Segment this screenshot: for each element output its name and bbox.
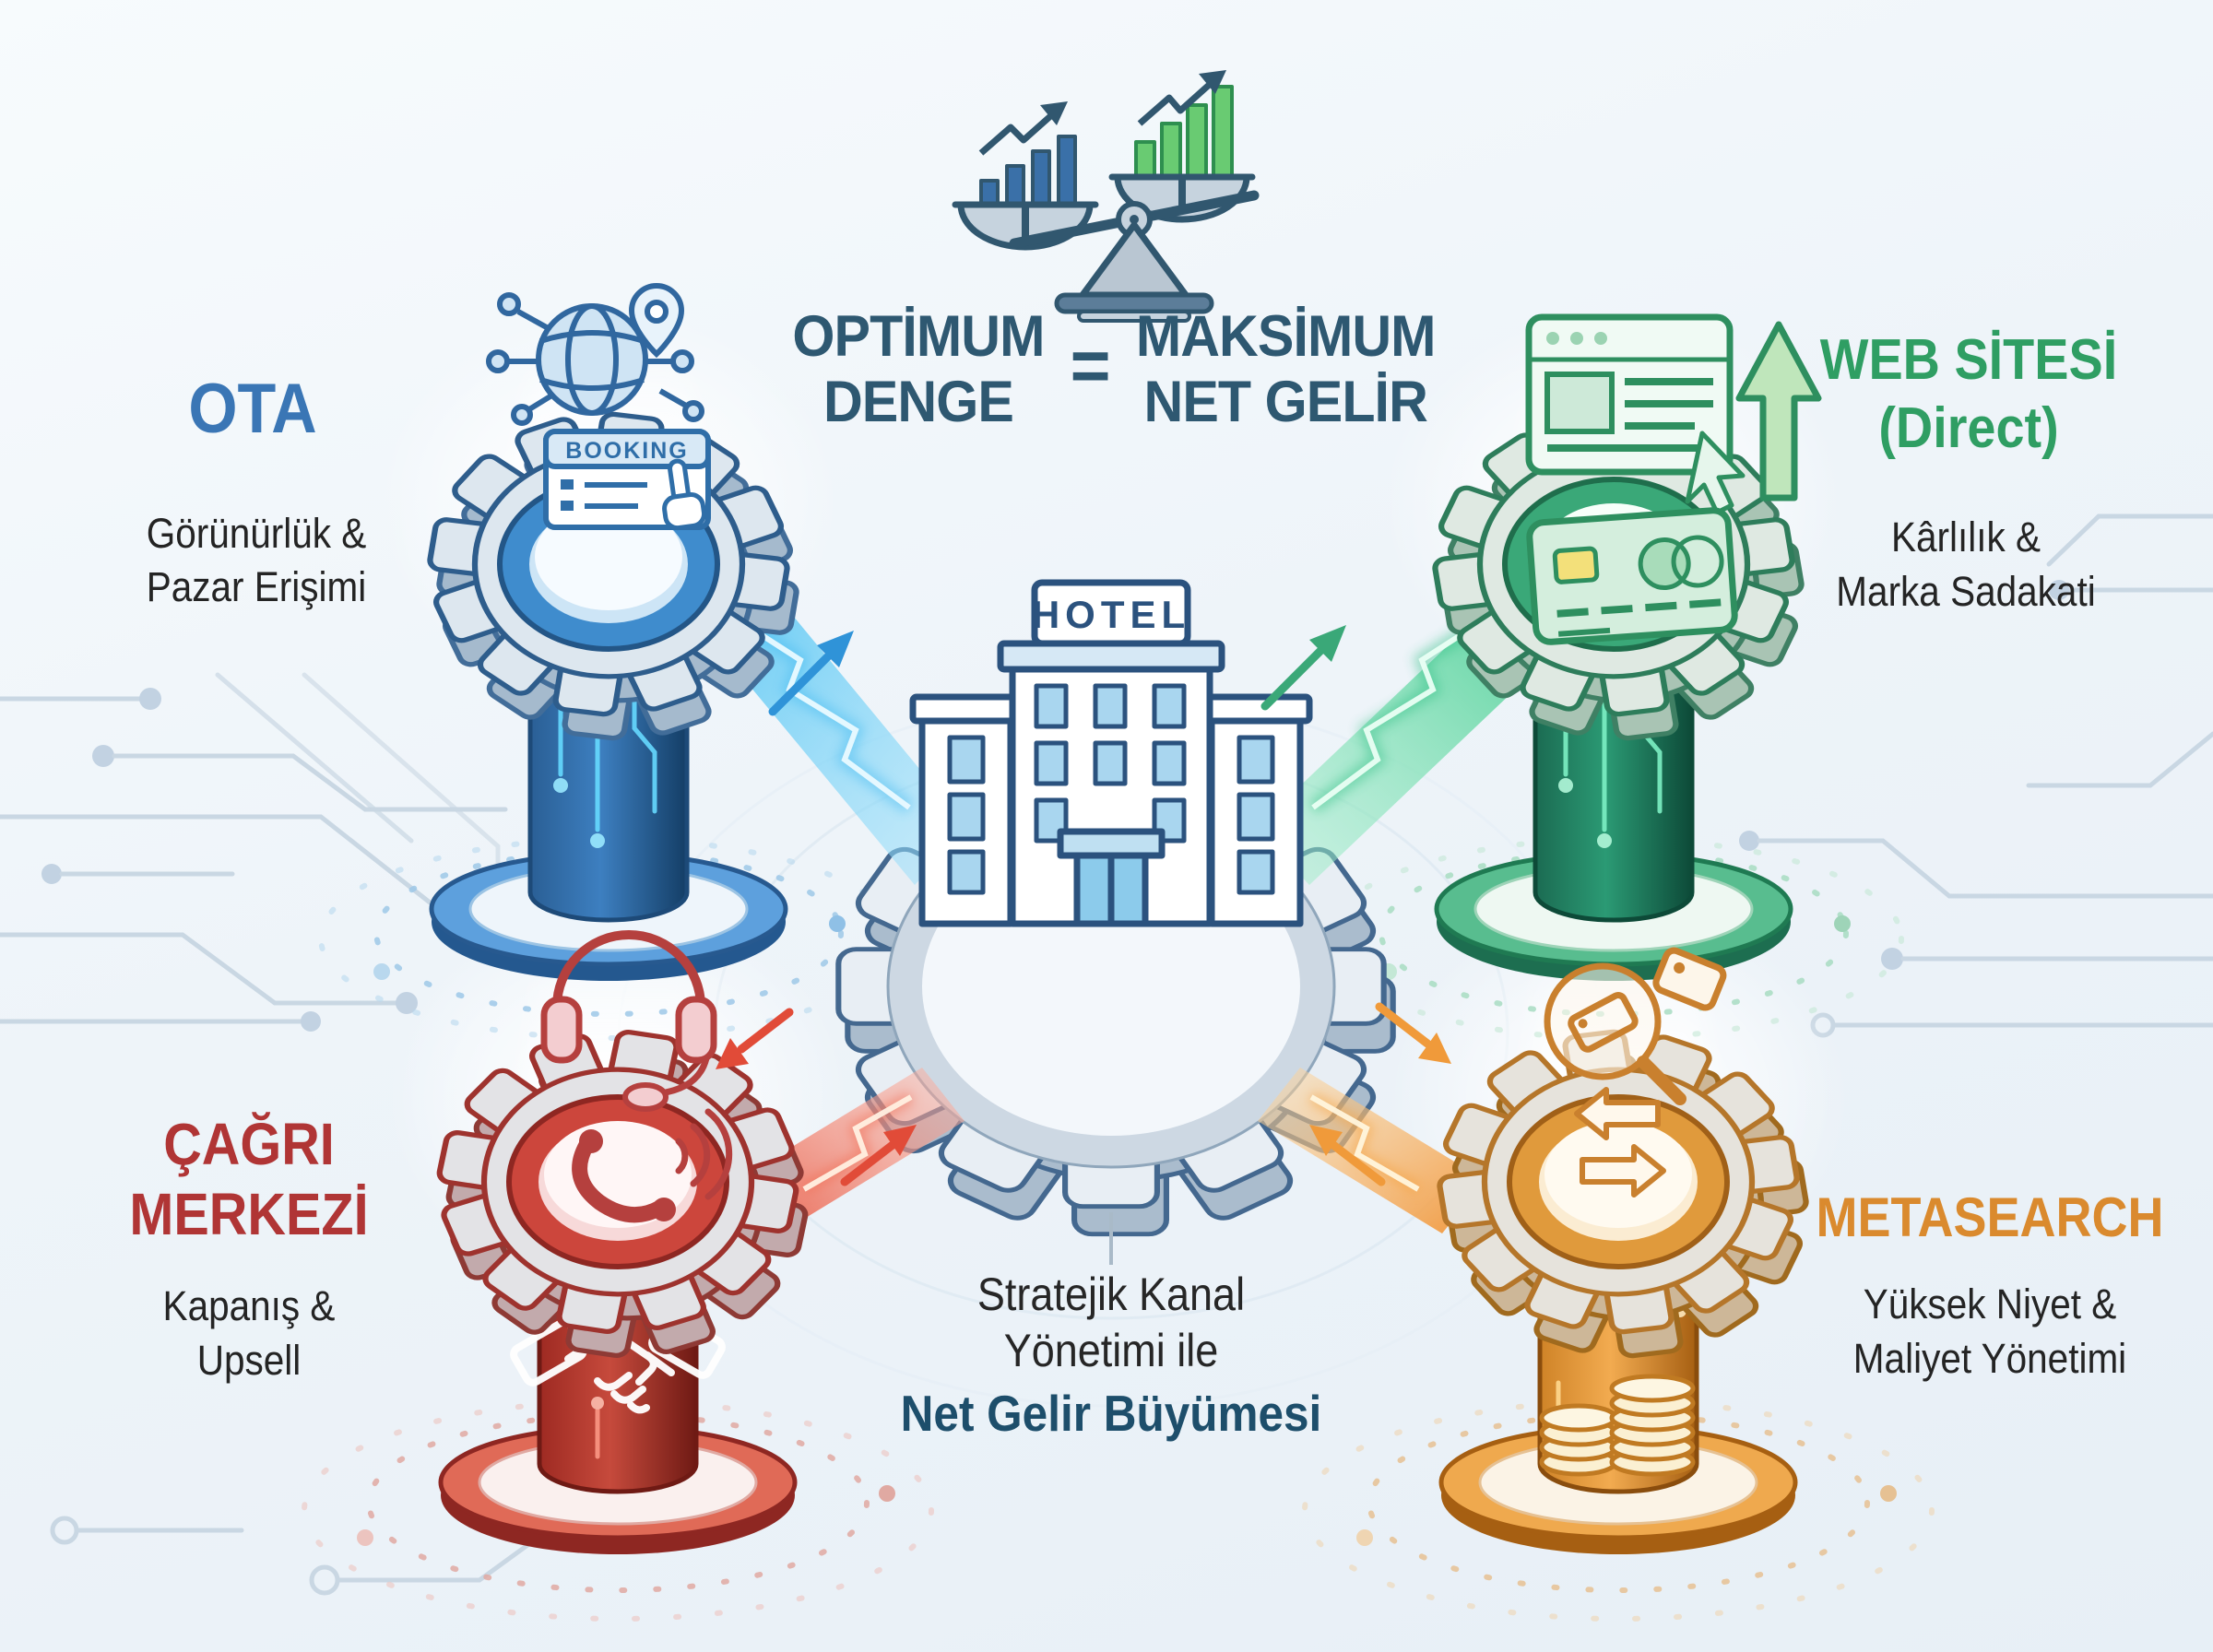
website-benefit-line1: Kârlılık & xyxy=(1890,513,2041,560)
metasearch-pillar xyxy=(1302,1223,1935,1622)
equation-left-line2: DENGE xyxy=(822,369,1014,434)
ota-benefit: Görünürlük & Pazar Erişimi xyxy=(99,507,414,613)
metasearch-benefit-line1: Yüksek Niyet & xyxy=(1863,1280,2117,1328)
credit-card-icon xyxy=(1526,507,1738,645)
cursor-icon xyxy=(1685,431,1746,515)
hand-cursor-icon xyxy=(662,458,707,531)
energy-beam-ota xyxy=(710,584,968,885)
exchange-arrows-icon xyxy=(1574,1087,1666,1198)
energy-beam-metasearch xyxy=(1258,1068,1485,1233)
metasearch-icons xyxy=(1544,947,1727,1198)
ota-title: OTA xyxy=(188,370,317,448)
magnifier-price-tags-icon xyxy=(1544,947,1727,1105)
location-pin-icon xyxy=(628,282,685,359)
browser-window-icon xyxy=(1525,313,1746,515)
call-center-title: ÇAĞRI MERKEZİ xyxy=(106,1110,392,1249)
call-center-title-line1: ÇAĞRI xyxy=(163,1111,335,1177)
website-title-line2: (Direct) xyxy=(1878,396,2059,461)
ota-icons: BOOKING xyxy=(486,282,711,531)
equation-right-line2: NET GELİR xyxy=(1143,369,1428,434)
ota-benefit-line2: Pazar Erişimi xyxy=(146,562,367,610)
website-benefit-line2: Marka Sadakati xyxy=(1836,567,2096,615)
growth-chart-green-icon xyxy=(1134,70,1234,179)
hotel-sign-text: HOTEL xyxy=(1032,593,1190,636)
metasearch-benefit: Yüksek Niyet & Maliyet Yönetimi xyxy=(1795,1278,2183,1386)
call-center-benefit: Kapanış & Upsell xyxy=(106,1280,392,1387)
website-title: WEB SİTESİ (Direct) xyxy=(1789,326,2149,464)
call-center-benefit-line2: Upsell xyxy=(196,1336,302,1384)
center-caption-line2: Yönetimi ile xyxy=(1003,1325,1219,1376)
booking-card-icon: BOOKING xyxy=(543,429,711,531)
metasearch-benefit-line2: Maliyet Yönetimi xyxy=(1852,1334,2127,1382)
hotel-icon: HOTEL xyxy=(909,579,1313,927)
center-caption-line1: Stratejik Kanal xyxy=(976,1268,1246,1320)
center-caption-line3: Net Gelir Büyümesi xyxy=(900,1385,1322,1442)
circuit-traces-right xyxy=(1739,513,2213,1038)
hotel-awning xyxy=(1057,828,1166,859)
flow-arrows xyxy=(716,625,1451,1186)
center-caption: Stratejik Kanal Yönetimi ile Net Gelir B… xyxy=(858,1267,1365,1445)
circuit-traces-left xyxy=(0,672,543,1596)
equation-left-line1: OPTİMUM xyxy=(792,304,1045,369)
phone-signal-icon xyxy=(572,1108,733,1223)
metasearch-title: METASEARCH xyxy=(1816,1186,2164,1248)
website-icons xyxy=(1525,313,1822,645)
growth-chart-blue-icon xyxy=(978,101,1077,206)
equation-right-line1: MAKSİMUM xyxy=(1135,304,1437,369)
balance-scale-icon xyxy=(952,70,1260,323)
hotel-windows xyxy=(947,683,1275,895)
equation-left: OPTİMUM DENGE xyxy=(792,304,1045,434)
call-center-title-line2: MERKEZİ xyxy=(129,1180,369,1247)
ota-benefit-line1: Görünürlük & xyxy=(146,510,367,557)
equals-sign: = xyxy=(1070,324,1111,407)
booking-label: BOOKING xyxy=(565,438,688,464)
coin-stacks-icon xyxy=(1539,1374,1696,1477)
equation-title: OPTİMUM DENGE = MAKSİMUM NET GELİR xyxy=(767,304,1461,434)
call-center-icons xyxy=(540,930,733,1223)
headset-icon xyxy=(540,930,717,1112)
call-center-benefit-line1: Kapanış & xyxy=(162,1282,336,1329)
website-title-line1: WEB SİTESİ xyxy=(1819,328,2118,392)
globe-network-icon xyxy=(486,292,704,426)
up-arrow-icon xyxy=(1735,321,1822,502)
website-benefit: Kârlılık & Marka Sadakati xyxy=(1783,511,2148,619)
equation-right: MAKSİMUM NET GELİR xyxy=(1135,304,1437,434)
